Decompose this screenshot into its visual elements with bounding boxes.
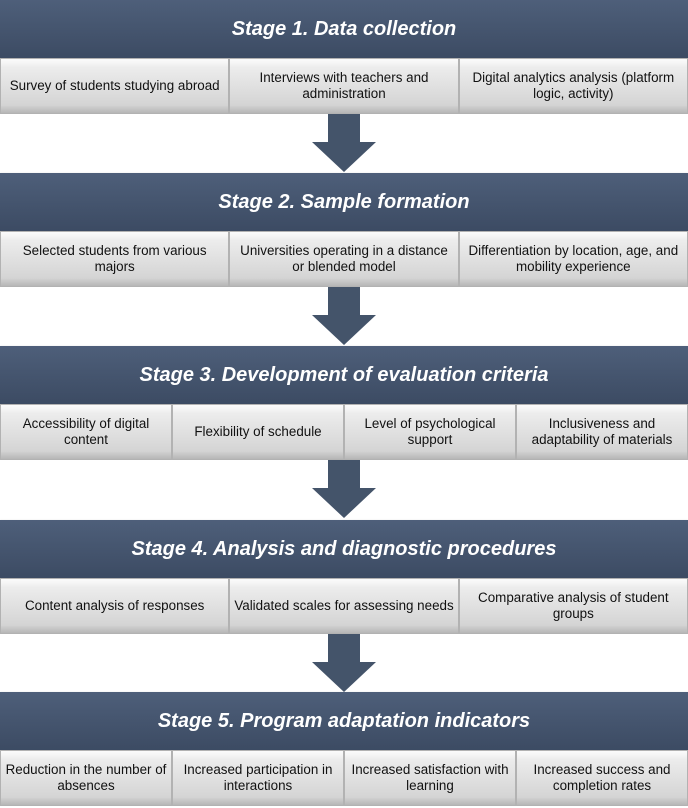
stage-3-item: Accessibility of digital content: [0, 404, 172, 460]
stage-3-item: Level of psychological support: [344, 404, 516, 460]
stage-2-header: Stage 2. Sample formation: [0, 173, 688, 231]
stage-1-item: Digital analytics analysis (platform log…: [458, 58, 688, 114]
stage-3-header: Stage 3. Development of evaluation crite…: [0, 346, 688, 404]
stage-5-item: Reduction in the number of absences: [0, 750, 172, 806]
stage-5-items: Reduction in the number of absences Incr…: [0, 750, 688, 806]
stage-5-header: Stage 5. Program adaptation indicators: [0, 692, 688, 750]
stage-1-item: Survey of students studying abroad: [0, 58, 230, 114]
stage-5-item: Increased participation in interactions: [172, 750, 344, 806]
stage-4-item: Content analysis of responses: [0, 578, 230, 634]
stage-2-items: Selected students from various majors Un…: [0, 231, 688, 287]
stage-1-header: Stage 1. Data collection: [0, 0, 688, 58]
stage-3-item: Flexibility of schedule: [172, 404, 344, 460]
down-arrow-icon: [312, 114, 376, 172]
stage-5-item: Increased success and completion rates: [516, 750, 688, 806]
stage-3-item: Inclusiveness and adaptability of materi…: [516, 404, 688, 460]
stage-5-item: Increased satisfaction with learning: [344, 750, 516, 806]
down-arrow-icon: [312, 634, 376, 692]
stage-4-items: Content analysis of responses Validated …: [0, 578, 688, 634]
stage-4-item: Validated scales for assessing needs: [229, 578, 459, 634]
stage-4-item: Comparative analysis of student groups: [458, 578, 688, 634]
stage-2-item: Universities operating in a distance or …: [229, 231, 459, 287]
stage-1-item: Interviews with teachers and administrat…: [229, 58, 459, 114]
down-arrow-icon: [312, 287, 376, 345]
stage-4-header: Stage 4. Analysis and diagnostic procedu…: [0, 520, 688, 578]
down-arrow-icon: [312, 460, 376, 518]
stage-3-items: Accessibility of digital content Flexibi…: [0, 404, 688, 460]
stage-2-item: Selected students from various majors: [0, 231, 230, 287]
stage-2-item: Differentiation by location, age, and mo…: [458, 231, 688, 287]
stage-1-items: Survey of students studying abroad Inter…: [0, 58, 688, 114]
